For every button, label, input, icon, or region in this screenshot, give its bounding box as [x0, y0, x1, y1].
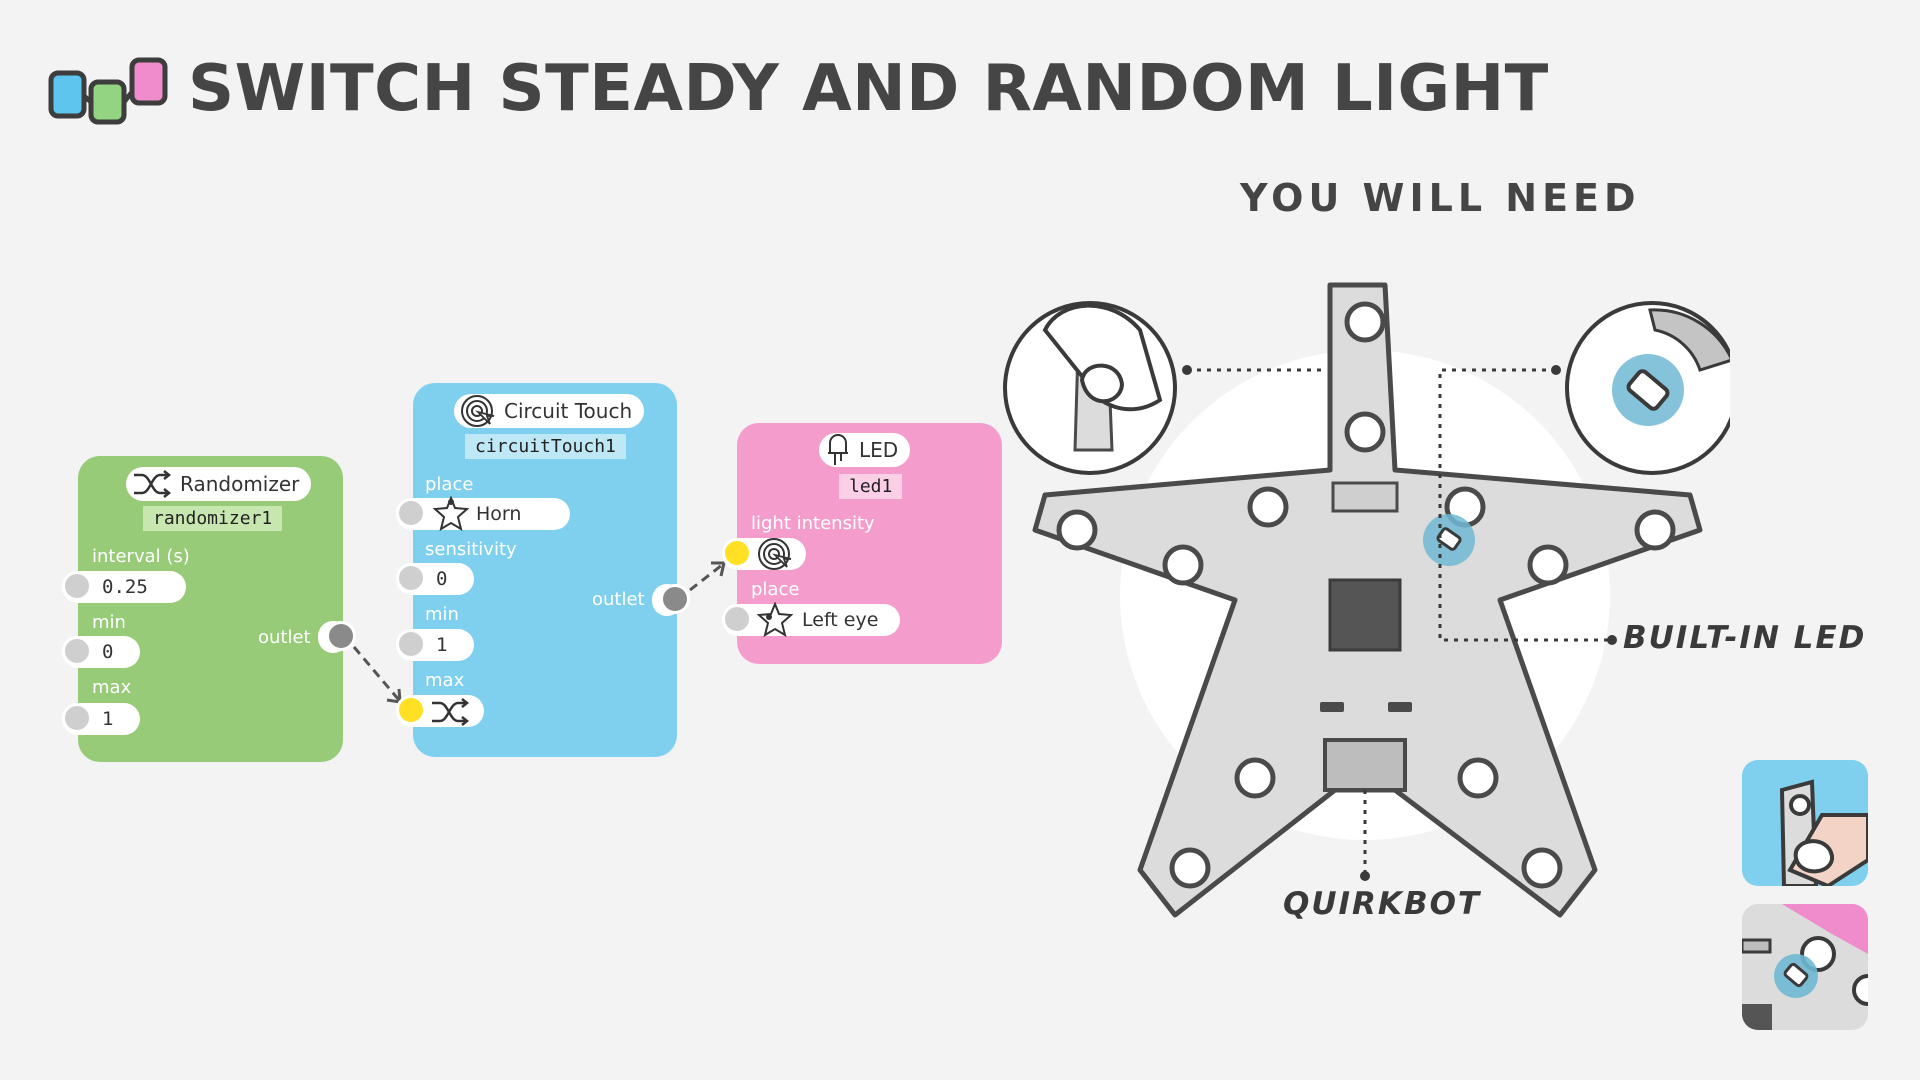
min-port[interactable]	[62, 636, 92, 666]
led-place-port[interactable]	[722, 604, 752, 634]
led-place-label: place	[751, 579, 800, 600]
touch-thumbnail[interactable]	[1742, 760, 1868, 886]
max-label: max	[92, 677, 132, 698]
ct-max-label: max	[425, 670, 465, 691]
sensitivity-label: sensitivity	[425, 539, 517, 560]
quirkbot-star-icon	[756, 602, 794, 638]
randomizer-header[interactable]: Randomizer	[126, 467, 312, 501]
quirkbot-illustration	[1003, 282, 1730, 918]
place-port[interactable]	[396, 498, 426, 528]
built-in-led-label: BUILT-IN LED	[1623, 620, 1867, 656]
touch-icon	[758, 538, 792, 570]
randomizer-title: Randomizer	[180, 472, 300, 496]
you-will-need-heading: YOU WILL NEED	[1240, 176, 1641, 220]
sensitivity-port[interactable]	[396, 563, 426, 593]
ct-min-label: min	[425, 604, 459, 625]
circuit-touch-outlet-port[interactable]	[660, 584, 690, 614]
light-intensity-port[interactable]	[722, 538, 752, 568]
min-label: min	[92, 612, 126, 633]
quirkbot-star-icon	[432, 496, 470, 532]
horn-value: Horn	[476, 503, 522, 525]
circuit-touch-id: circuitTouch1	[465, 434, 626, 459]
quirkbot-label: QUIRKBOT	[1283, 886, 1482, 922]
ct-min-port[interactable]	[396, 629, 426, 659]
page-title: SWITCH STEADY AND RANDOM LIGHT	[188, 52, 1549, 126]
interval-label: interval (s)	[92, 546, 190, 567]
logo-icon	[48, 57, 168, 125]
touch-icon	[461, 395, 495, 427]
place-label: place	[425, 474, 474, 495]
ct-max-port[interactable]	[396, 695, 426, 725]
led-icon	[828, 434, 848, 465]
randomizer-outlet-port[interactable]	[326, 621, 356, 651]
finger-touch-icon	[1779, 779, 1868, 886]
led-header[interactable]: LED	[819, 433, 911, 467]
led-title: LED	[859, 438, 899, 462]
circuit-touch-outlet-label: outlet	[592, 589, 645, 610]
shuffle-icon	[432, 698, 470, 726]
interval-port[interactable]	[62, 571, 92, 601]
circuit-touch-title: Circuit Touch	[504, 399, 633, 423]
circuit-touch-header[interactable]: Circuit Touch	[454, 394, 645, 428]
left-eye-value: Left eye	[802, 609, 879, 631]
led-closeup-icon	[1742, 904, 1868, 1030]
randomizer-outlet-label: outlet	[258, 627, 311, 648]
max-port[interactable]	[62, 703, 92, 733]
led-thumbnail[interactable]	[1742, 904, 1868, 1030]
randomizer-id: randomizer1	[143, 506, 283, 531]
light-intensity-label: light intensity	[751, 513, 875, 534]
shuffle-icon	[134, 470, 172, 498]
led-id: led1	[839, 474, 903, 499]
